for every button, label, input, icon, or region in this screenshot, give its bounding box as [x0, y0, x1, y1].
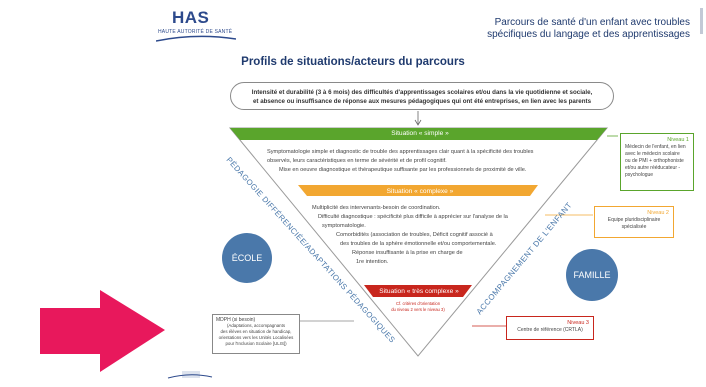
niveau-1-line4: et/ou autre rééducateur -: [625, 165, 681, 171]
has-logo-subtitle: HAUTE AUTORITÉ DE SANTÉ: [158, 29, 233, 35]
niveau-1-line1: Médecin de l'enfant, en lien: [625, 144, 686, 150]
situation-tres-complexe-label: Situation « très complexe »: [379, 288, 459, 295]
tres-complexe-note1: Cf. critères d'orientation: [395, 301, 441, 306]
header-title-line1: Parcours de santé d'un enfant avec troub…: [494, 17, 690, 28]
complexe-line2: Difficulté diagnostique : spécificité pl…: [318, 214, 508, 220]
complexe-line4: Comorbidités (association de troubles, D…: [336, 232, 493, 238]
simple-line1: Symptomatologie simple et diagnostic de …: [267, 149, 534, 155]
tres-complexe-note: Cf. critères d'orientation du niveau 2 v…: [360, 301, 476, 313]
header-title-line2: spécifiques du langage et des apprentiss…: [487, 29, 690, 40]
mdph-box: MDPH (si besoin) (Adaptations, accompagn…: [212, 314, 300, 354]
situation-simple-label: Situation « simple »: [391, 130, 449, 137]
niveau-1-line3: ou de PMI + orthophoniste: [625, 158, 684, 164]
band-complexe: [298, 185, 538, 196]
main-title: Profils de situations/acteurs du parcour…: [241, 56, 465, 68]
niveau-1-box: Niveau 1 Médecin de l'enfant, en lien av…: [620, 133, 694, 191]
footer-swoosh-icon: [167, 374, 213, 379]
header-title: Parcours de santé d'un enfant avec troub…: [360, 17, 690, 41]
mdph-line1: (Adaptations, accompagnants: [226, 323, 286, 328]
mdph-line3: orientations vers les Unités Localisées: [218, 335, 294, 340]
intro-arrow-icon: [414, 119, 422, 126]
niveau-2-line1: Equipe pluridisciplinaire: [607, 217, 661, 223]
simple-line2: observés, leurs caractéristiques en term…: [267, 158, 447, 164]
niveau-2-line2: spécialisée: [621, 224, 647, 230]
niveau-3-box: Niveau 3 Centre de référence (CRTLA): [506, 316, 594, 340]
header-divider: [700, 8, 703, 34]
complexe-line7: 1re intention.: [356, 259, 389, 265]
complexe-line3: symptomatologie.: [322, 223, 366, 229]
intro-box: Intensité et durabilité (3 à 6 mois) des…: [230, 82, 614, 110]
niveau-2-box: Niveau 2 Equipe pluridisciplinaire spéci…: [594, 206, 674, 238]
complexe-description: Multiplicité des intervenants-besoin de …: [312, 204, 532, 267]
mdph-title: MDPH (si besoin): [216, 317, 256, 323]
niveau-3-title: Niveau 3: [567, 320, 589, 326]
ecole-circle: ÉCOLE: [222, 233, 272, 283]
pink-right-arrow-icon: [40, 290, 165, 372]
niveau-1-title: Niveau 1: [667, 137, 689, 143]
band-tres-complexe: [364, 285, 472, 297]
niveau-1-line5: psychologue: [625, 172, 654, 178]
has-logo: HAS: [172, 8, 210, 27]
niveau-2-title: Niveau 2: [647, 210, 669, 216]
mdph-line2: des élèves en situation de handicap,: [220, 329, 292, 334]
logo-swoosh-icon: [156, 35, 236, 42]
complexe-line1: Multiplicité des intervenants-besoin de …: [312, 205, 441, 211]
band-simple: [230, 128, 607, 140]
famille-circle: FAMILLE: [566, 249, 618, 301]
simple-description: Symptomatologie simple et diagnostic de …: [255, 148, 585, 175]
situation-complexe-label: Situation « complexe »: [386, 188, 454, 195]
complexe-line5: des troubles de la sphère émotionnelle e…: [340, 241, 497, 247]
complexe-line6: Réponse insuffisante à la prise en charg…: [352, 250, 463, 256]
intro-line2: et absence ou insuffisance de réponse au…: [252, 98, 592, 105]
intro-line1: Intensité et durabilité (3 à 6 mois) des…: [251, 89, 593, 96]
mdph-line4: pour l'Inclusion Scolaire [ULIS]): [225, 341, 287, 346]
tres-complexe-note2: du niveau 2 vers le niveau 3): [391, 307, 445, 312]
niveau-3-line1: Centre de référence (CRTLA): [517, 327, 583, 333]
simple-line3: Mise en oeuvre diagnostique et thérapeut…: [279, 167, 527, 173]
niveau-1-line2: avec le médecin scolaire: [625, 151, 680, 157]
